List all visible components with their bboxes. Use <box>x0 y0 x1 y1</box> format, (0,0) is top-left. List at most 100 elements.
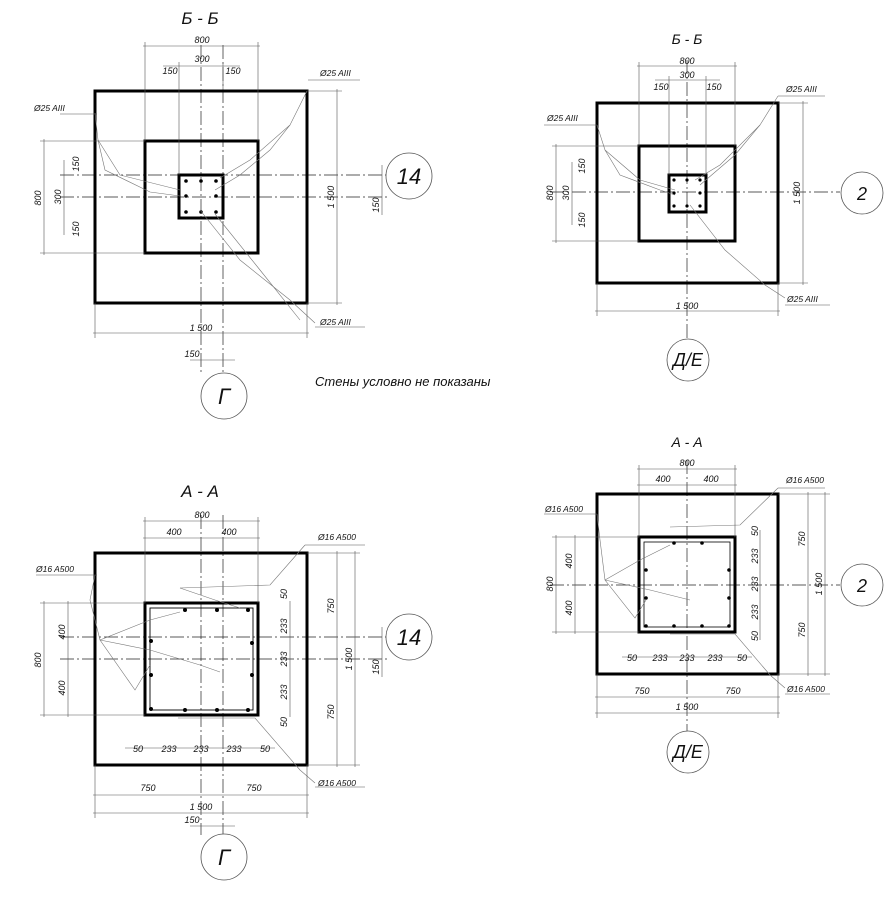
dimension-value: 233 <box>750 576 760 592</box>
dimension-value: 233 <box>160 744 176 754</box>
axis-label: 2 <box>856 576 867 596</box>
dimension-value: 750 <box>246 783 261 793</box>
axis-label: Г <box>218 384 232 409</box>
dimension-value: 50 <box>750 631 760 641</box>
axis-label: 2 <box>856 184 867 204</box>
dimension-value: 233 <box>750 604 760 620</box>
dimension-value: 150 <box>71 221 81 236</box>
leader-line <box>689 204 786 299</box>
column-outline <box>143 601 260 717</box>
leader-line <box>179 587 241 609</box>
dimension-value: 50 <box>279 717 289 727</box>
dimension-value: 1 500 <box>190 802 213 812</box>
leader-line <box>219 124 291 179</box>
view-aa-small: А - А Ø16 A500 Ø16 A500 Ø16 A500 800 400… <box>544 434 884 774</box>
view-bb-small: Б - Б Ø25 AIII Ø25 AIII Ø25 AIII 800 300 <box>544 31 884 382</box>
dimension-value: 150 <box>162 66 177 76</box>
rebar-label: Ø16 A500 <box>786 684 825 694</box>
column-outline <box>177 173 225 220</box>
rebar-label: Ø25 AIII <box>319 68 352 78</box>
dimension-value: 150 <box>653 82 668 92</box>
rebar-label: Ø16 A500 <box>317 778 356 788</box>
leader-line <box>214 213 301 321</box>
rebar-label: Ø25 AIII <box>786 294 819 304</box>
dimension-value: 1 500 <box>190 323 213 333</box>
dimension-value: 233 <box>192 744 208 754</box>
leader-line <box>699 95 779 186</box>
axis-label: Г <box>218 845 232 870</box>
rebar-points <box>672 178 702 208</box>
dimension-value: 400 <box>564 600 574 615</box>
dimension-value: 233 <box>678 653 694 663</box>
axis-bubble <box>840 563 884 607</box>
dimension-value: 150 <box>371 197 381 212</box>
dimension-value: 750 <box>725 686 740 696</box>
dimension-value: 800 <box>679 458 694 468</box>
view-title: Б - Б <box>672 31 703 47</box>
footing-outline <box>595 492 780 676</box>
rebar-label: Ø16 A500 <box>785 475 824 485</box>
column-outline <box>667 173 708 214</box>
view-bb-large: Б - Б Ø25 AIII Ø25 AIII Ø25 AIII <box>33 9 433 420</box>
leader-line <box>178 717 316 784</box>
dimension-value: 1 500 <box>792 182 802 205</box>
leader-line <box>94 112 181 197</box>
axis-bubble <box>666 730 710 774</box>
view-title: А - А <box>180 482 219 501</box>
dimension-value: 150 <box>184 815 199 825</box>
rebar-cage <box>643 541 731 628</box>
dimension-value: 50 <box>133 744 143 754</box>
leader-line <box>199 209 316 324</box>
axis-bubble <box>200 372 248 420</box>
rebar-points <box>149 608 254 712</box>
rebar-label: Ø16 A500 <box>544 504 583 514</box>
column-base-outline <box>143 139 260 255</box>
leader-line <box>604 544 671 581</box>
leader-line <box>99 611 181 641</box>
leader-line <box>179 544 306 589</box>
footing-outline <box>595 101 780 285</box>
dimension-value: 150 <box>71 156 81 171</box>
dimension-value: 233 <box>279 684 289 700</box>
footing-outline <box>93 551 309 767</box>
dimension-value: 800 <box>33 190 43 205</box>
footing-outline <box>93 89 309 305</box>
dimension-value: 50 <box>260 744 270 754</box>
dimension-value: 1 500 <box>814 573 824 596</box>
dimension-value: 300 <box>194 54 209 64</box>
dimension-value: 233 <box>279 618 289 634</box>
rebar-cage <box>149 607 254 711</box>
axis-bubble <box>200 833 248 881</box>
dimension-value: 150 <box>184 349 199 359</box>
dimension-value: 750 <box>326 704 336 719</box>
dimension-value: 233 <box>750 548 760 564</box>
leader-line <box>604 149 676 191</box>
rebar-label: Ø16 A500 <box>35 564 74 574</box>
dimension-value: 800 <box>194 510 209 520</box>
dimension-value: 50 <box>750 526 760 536</box>
axis-label: 14 <box>397 625 421 650</box>
axis-bubble <box>840 171 884 215</box>
dimension-value: 400 <box>57 680 67 695</box>
rebar-label: Ø25 AIII <box>33 103 66 113</box>
axis-label: Д/Е <box>671 742 704 762</box>
dimension-value: 800 <box>679 56 694 66</box>
dimension-value: 750 <box>326 598 336 613</box>
rebar-points <box>184 179 218 214</box>
leader-line <box>99 639 221 673</box>
dimension-value: 150 <box>577 158 587 173</box>
rebar-label: Ø16 A500 <box>317 532 356 542</box>
dimension-value: 150 <box>577 212 587 227</box>
rebar-label: Ø25 AIII <box>319 317 352 327</box>
dimension-value: 400 <box>166 527 181 537</box>
dimension-value: 233 <box>279 651 289 667</box>
dimension-value: 750 <box>797 531 807 546</box>
dimension-value: 300 <box>53 189 63 204</box>
dimension-value: 233 <box>706 653 722 663</box>
view-title: Б - Б <box>181 9 218 28</box>
dimension-value: 50 <box>627 653 637 663</box>
leader-line <box>694 124 761 181</box>
dimension-value: 800 <box>33 652 43 667</box>
dimension-value: 150 <box>706 82 721 92</box>
view-title: А - А <box>670 434 702 450</box>
